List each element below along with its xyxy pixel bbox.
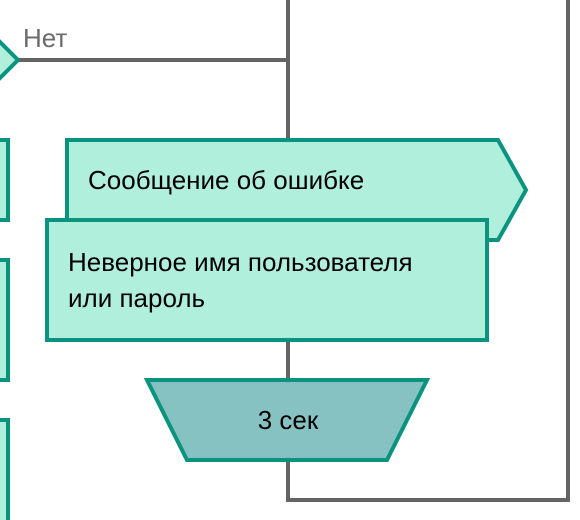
left-process-box-partial (0, 138, 10, 222)
left-process-box-partial (0, 418, 10, 520)
error-detail-line-2: или пароль (68, 283, 205, 313)
error-detail-box (45, 218, 489, 342)
decision-diamond-partial (0, 39, 21, 81)
delay-label: 3 сек (258, 405, 319, 435)
error-message-title: Сообщение об ошибке (88, 165, 364, 195)
error-detail-line-1: Неверное имя пользователя (68, 247, 413, 277)
left-process-box-partial (0, 258, 10, 382)
delay-trapezoid (143, 378, 431, 462)
no-branch-label: Нет (23, 23, 67, 53)
